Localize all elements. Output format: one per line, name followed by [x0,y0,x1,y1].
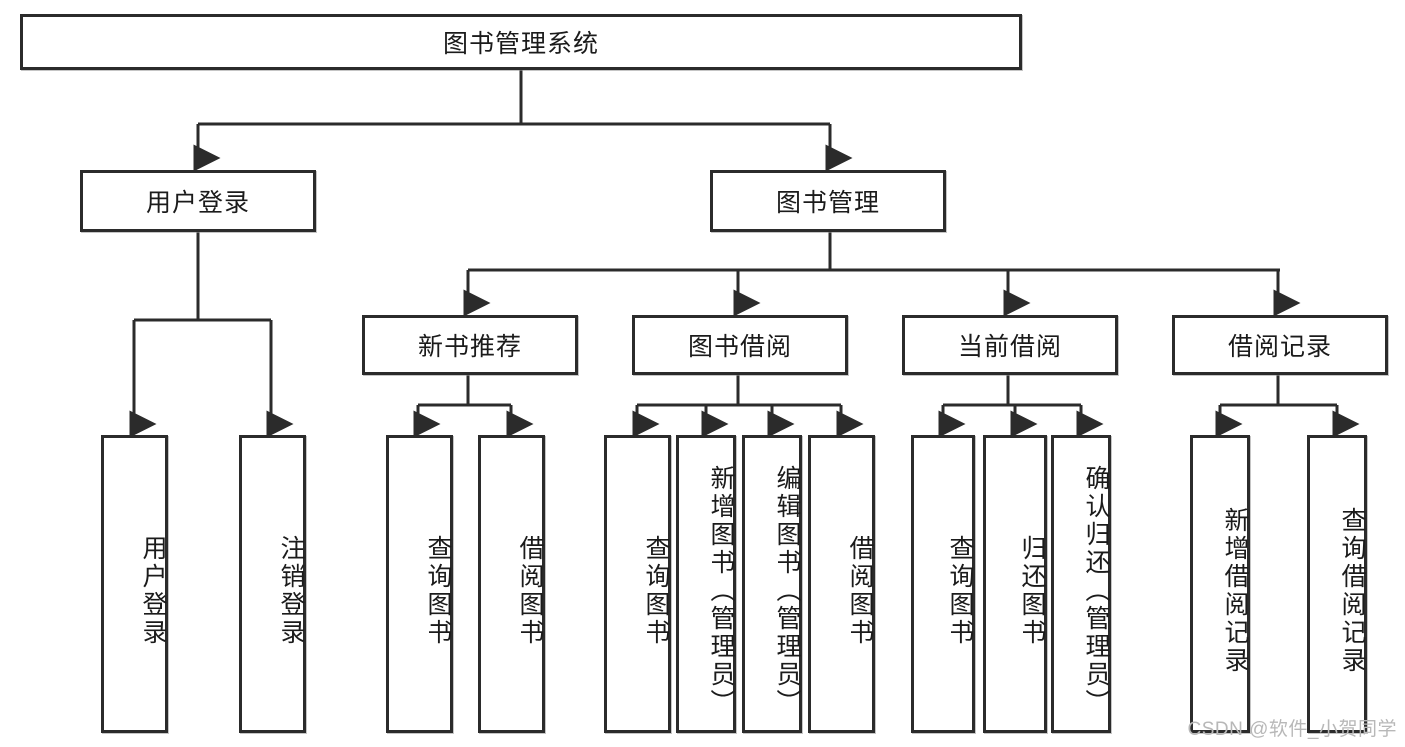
leaf-query-book-borrow-label: 查询图书 [642,535,670,647]
leaf-query-book-rec[interactable]: 查询图书 [386,435,453,733]
node-book-borrow[interactable]: 图书借阅 [632,315,848,375]
node-book-manage-label: 图书管理 [775,189,880,217]
leaf-logout-login[interactable]: 注销登录 [239,435,306,733]
leaf-query-borrow-record[interactable]: 查询借阅记录 [1307,435,1367,733]
leaf-add-borrow-record[interactable]: 新增借阅记录 [1190,435,1250,733]
node-new-book-recommend[interactable]: 新书推荐 [362,315,578,375]
node-book-manage[interactable]: 图书管理 [710,170,946,232]
leaf-query-book-current-label: 查询图书 [946,535,974,647]
leaf-borrow-book[interactable]: 借阅图书 [808,435,875,733]
leaf-borrow-book-rec[interactable]: 借阅图书 [478,435,545,733]
node-book-borrow-label: 图书借阅 [687,333,792,361]
node-borrow-record-label: 借阅记录 [1227,333,1332,361]
leaf-query-book-borrow[interactable]: 查询图书 [604,435,671,733]
node-user-login-label: 用户登录 [145,189,250,217]
leaf-user-login-label: 用户登录 [139,535,167,647]
leaf-edit-book-label: 编辑图书（管理员） [773,465,801,717]
leaf-query-borrow-record-label: 查询借阅记录 [1338,507,1366,675]
leaf-borrow-book-rec-label: 借阅图书 [516,535,544,647]
leaf-add-book[interactable]: 新增图书（管理员） [676,435,736,733]
leaf-confirm-return-label: 确认归还（管理员） [1082,465,1110,717]
leaf-return-book[interactable]: 归还图书 [983,435,1047,733]
node-root-label: 图书管理系统 [442,30,599,58]
node-current-borrow[interactable]: 当前借阅 [902,315,1118,375]
node-borrow-record[interactable]: 借阅记录 [1172,315,1388,375]
leaf-logout-login-label: 注销登录 [277,535,305,647]
leaf-query-book-current[interactable]: 查询图书 [911,435,975,733]
node-root[interactable]: 图书管理系统 [20,14,1022,70]
leaf-add-borrow-record-label: 新增借阅记录 [1221,507,1249,675]
leaf-query-book-rec-label: 查询图书 [424,535,452,647]
node-current-borrow-label: 当前借阅 [957,333,1062,361]
leaf-add-book-label: 新增图书（管理员） [707,465,735,717]
leaf-return-book-label: 归还图书 [1018,535,1046,647]
node-new-book-recommend-label: 新书推荐 [417,333,522,361]
leaf-borrow-book-label: 借阅图书 [846,535,874,647]
leaf-edit-book[interactable]: 编辑图书（管理员） [742,435,802,733]
node-user-login[interactable]: 用户登录 [80,170,316,232]
leaf-confirm-return[interactable]: 确认归还（管理员） [1051,435,1111,733]
leaf-user-login[interactable]: 用户登录 [101,435,168,733]
csdn-watermark: CSDN @软件_小贺同学 [1187,719,1397,740]
